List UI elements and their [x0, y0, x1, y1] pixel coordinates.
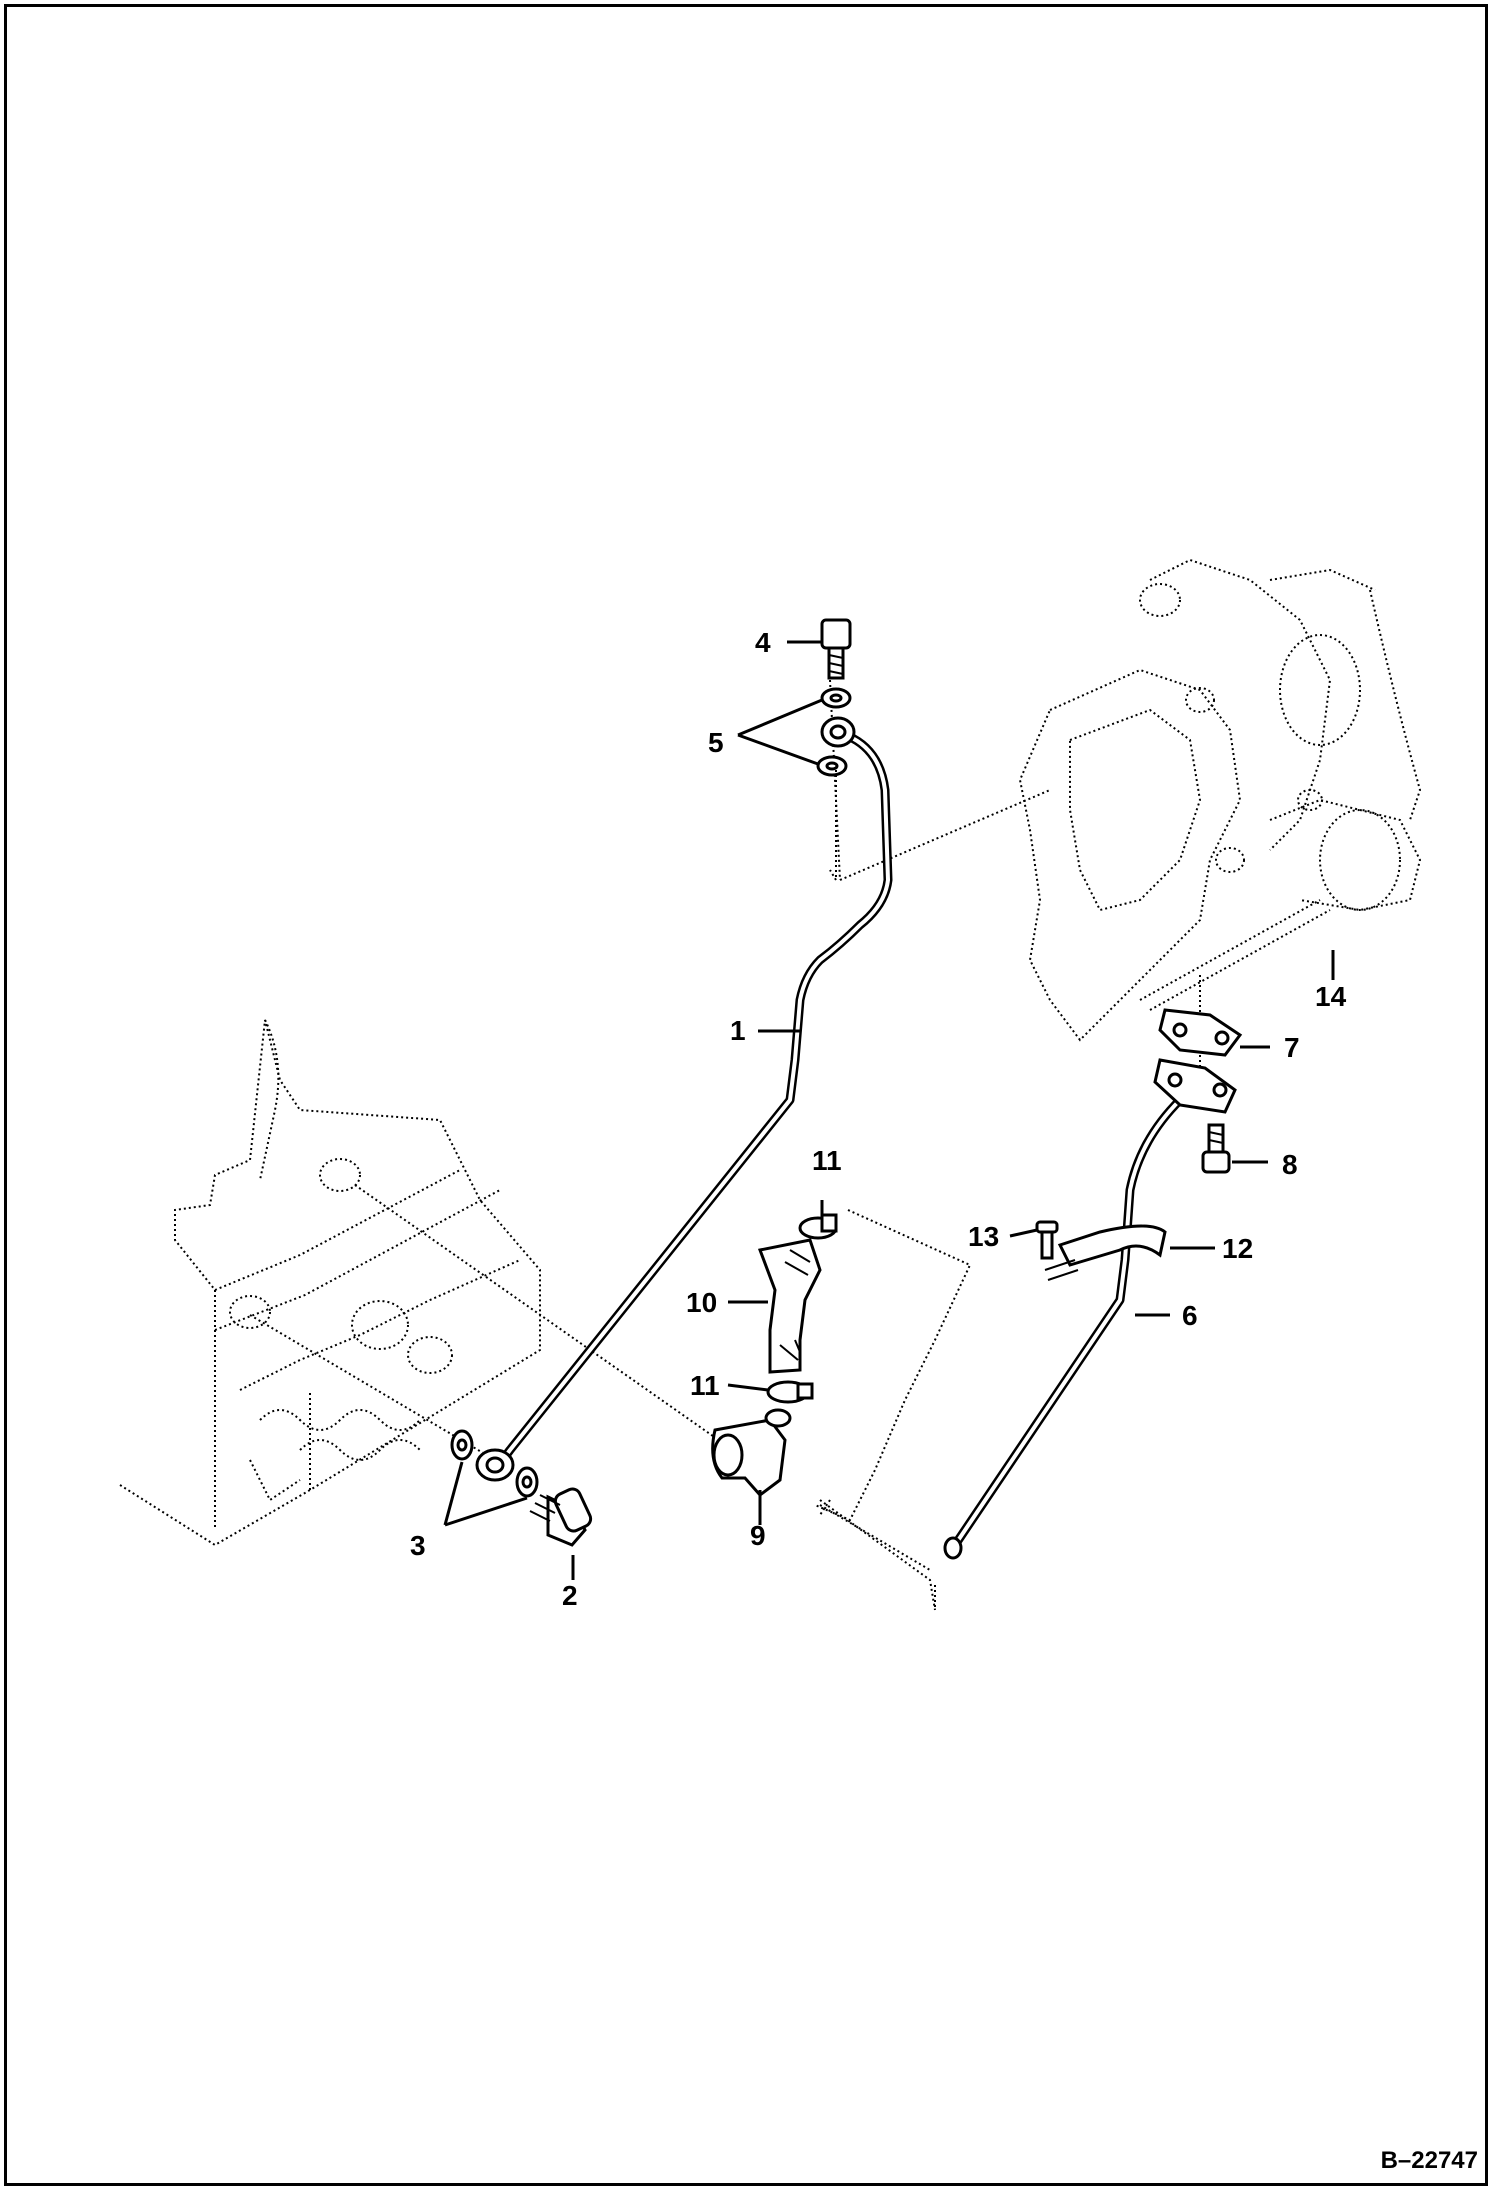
callout-7: 7 [1284, 1032, 1300, 1063]
flange-bolt [1201, 1123, 1231, 1174]
section-plane-top [829, 770, 837, 881]
flange-gasket [1158, 1008, 1243, 1057]
banjo-bolt-bottom [529, 1487, 593, 1547]
figure-reference: B–22747 [1381, 2147, 1478, 2174]
callout-5: 5 [708, 727, 724, 758]
callout-1: 1 [730, 1015, 746, 1046]
sealing-washers-bottom [450, 1429, 539, 1498]
oil-feed-pipe [475, 716, 893, 1482]
callout-11-lower: 11 [690, 1370, 720, 1401]
callout-8: 8 [1282, 1149, 1298, 1180]
callout-2: 2 [562, 1580, 578, 1611]
turbocharger-drawing [1018, 558, 1422, 1042]
sealing-washers-top [816, 687, 852, 777]
rubber-hose [757, 1238, 822, 1374]
engine-block-drawing [119, 1019, 541, 1547]
section-plane-hose [814, 1209, 972, 1611]
callout-11-upper: 11 [812, 1145, 842, 1176]
leader-lines [443, 640, 1335, 1580]
hose-clamp-lower [766, 1380, 814, 1404]
callout-12: 12 [1222, 1233, 1253, 1264]
callout-13: 13 [968, 1221, 999, 1252]
pipe-flange [1153, 1058, 1237, 1114]
elbow-fitting [711, 1408, 792, 1498]
callout-9: 9 [750, 1520, 766, 1551]
callout-3: 3 [410, 1530, 426, 1561]
callout-10: 10 [686, 1287, 717, 1318]
callout-6: 6 [1182, 1300, 1198, 1331]
pipe-clamp [1044, 1224, 1167, 1281]
callout-4: 4 [755, 627, 771, 658]
oil-return-pipe [943, 1080, 1205, 1560]
hose-clamp-upper [798, 1213, 838, 1240]
alignment-lines [249, 679, 1201, 1461]
banjo-bolt-top [820, 618, 852, 680]
diagram-frame [4, 4, 1488, 2186]
callout-14: 14 [1315, 981, 1347, 1012]
clamp-screw [1035, 1220, 1059, 1260]
callouts: 4 5 1 3 2 9 11 10 11 13 12 6 7 8 14 B–22… [410, 627, 1478, 2174]
